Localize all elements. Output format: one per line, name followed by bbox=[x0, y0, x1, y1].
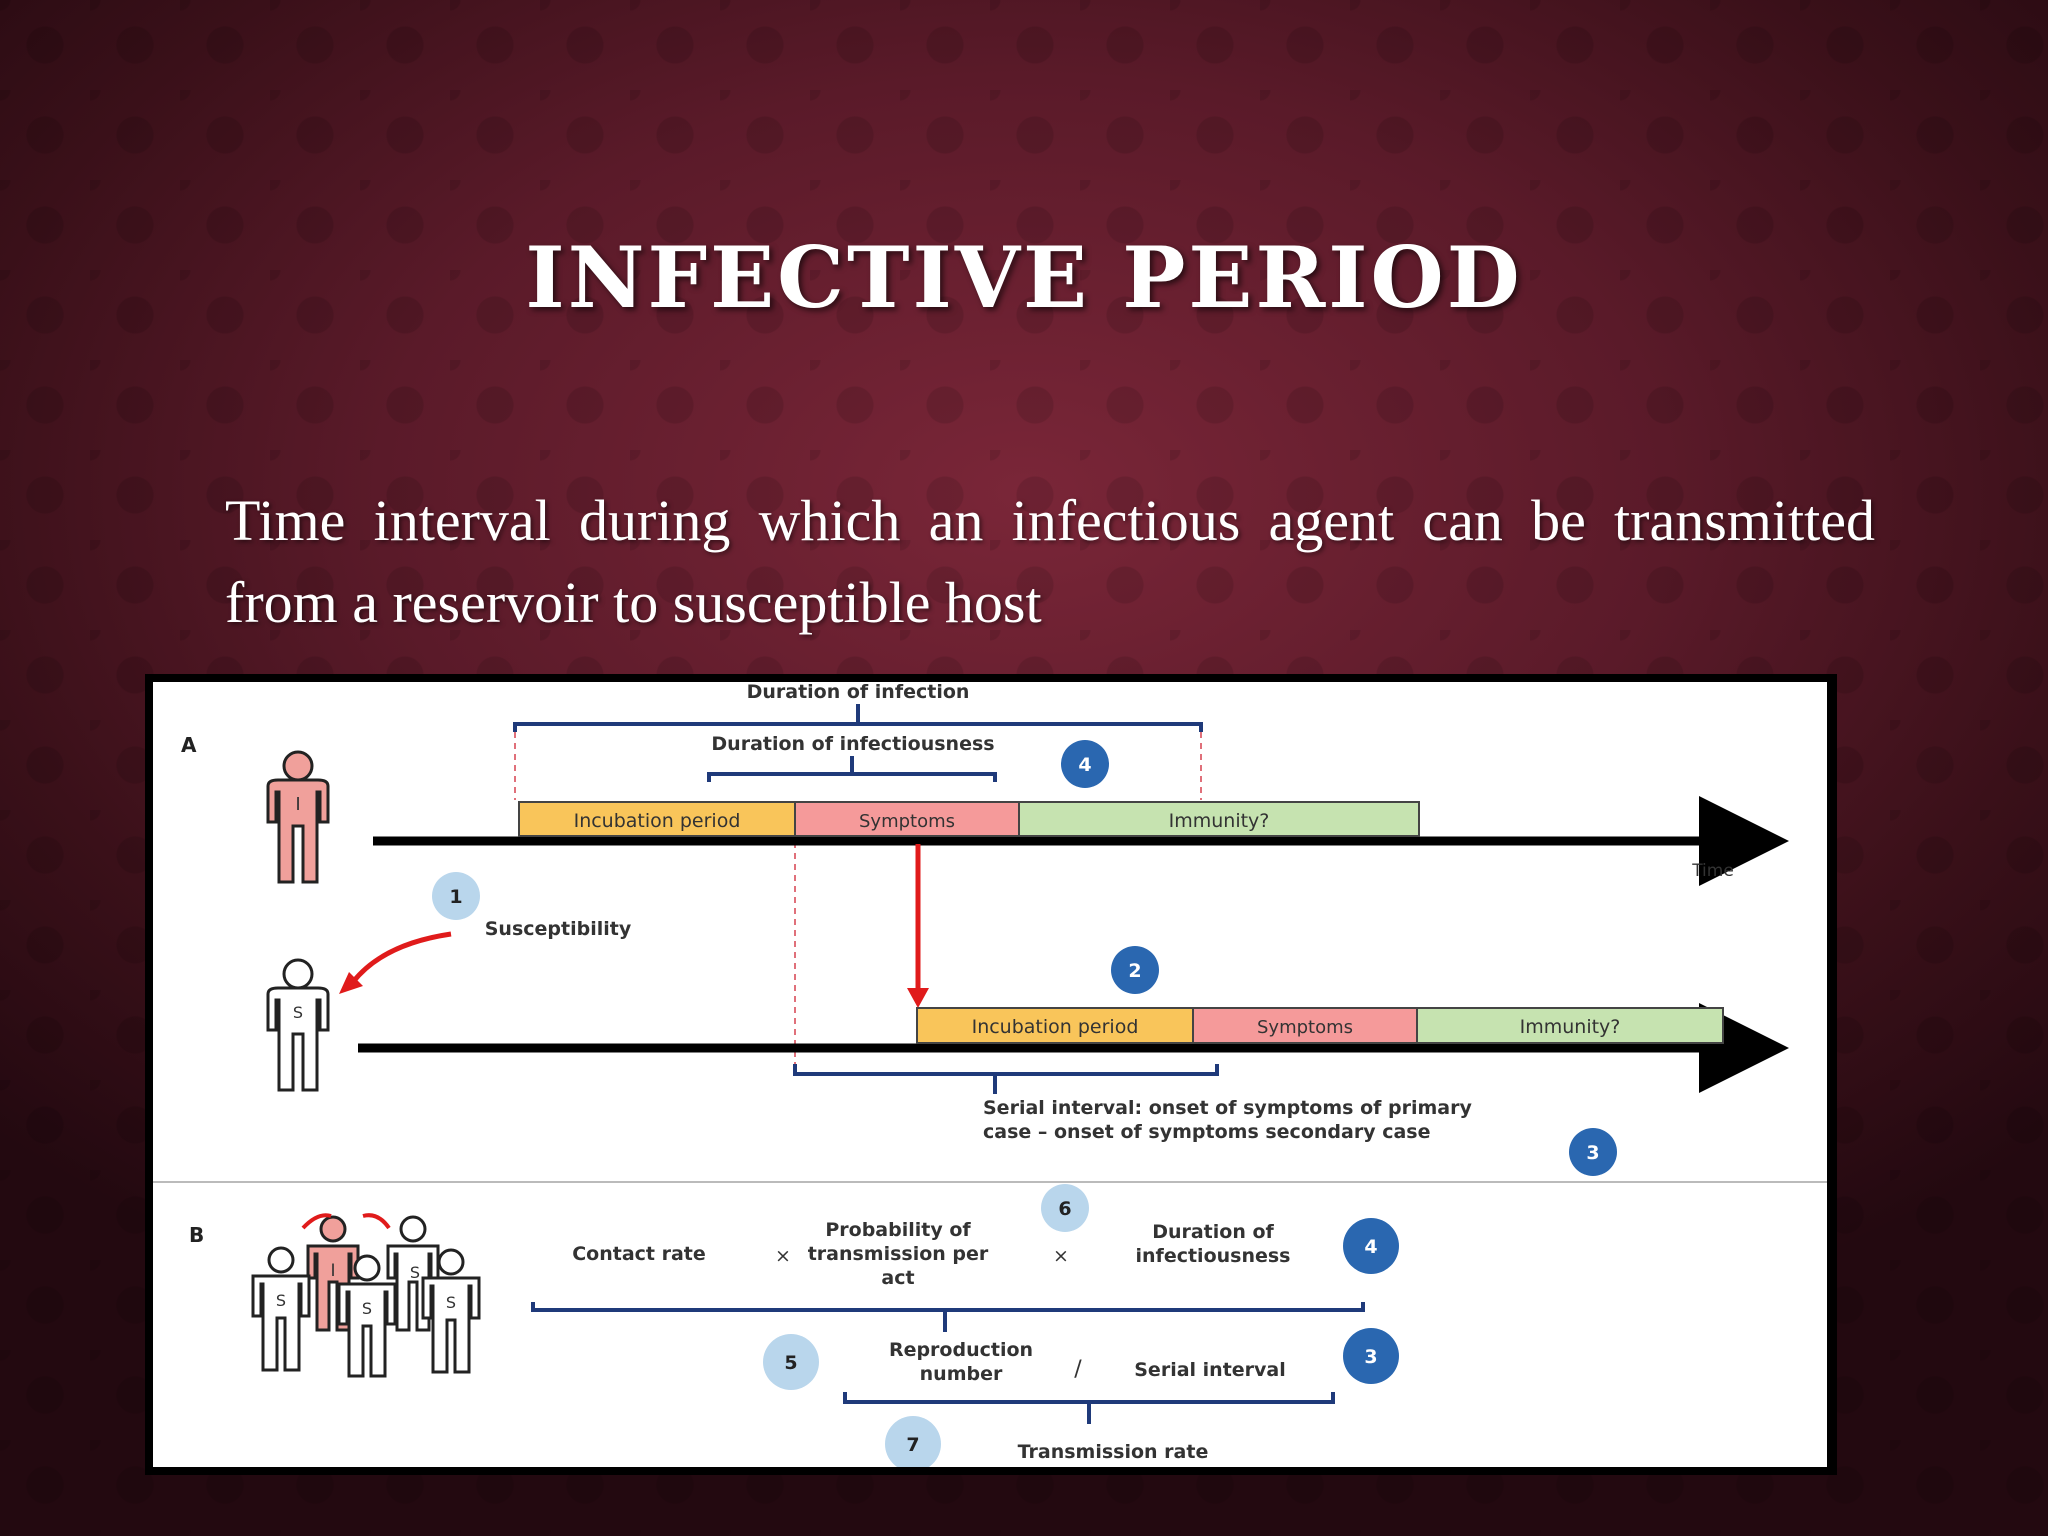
repro-bracket bbox=[843, 1392, 1335, 1424]
secondary-immunity-segment bbox=[1416, 1007, 1724, 1044]
time-axis-label: Time bbox=[1691, 861, 1734, 881]
svg-text:S: S bbox=[410, 1263, 420, 1282]
infection-timeline-figure: A Duration of infection Duration of infe… bbox=[153, 682, 1827, 1467]
susceptibility-arrow bbox=[339, 931, 452, 994]
panel-b-label: B bbox=[189, 1223, 204, 1247]
infected-person-icon: I bbox=[266, 750, 330, 884]
svg-text:S: S bbox=[362, 1299, 372, 1318]
svg-text:I: I bbox=[295, 794, 300, 815]
reproduction-line-1: Reproduction bbox=[889, 1339, 1033, 1361]
probability-line-2: transmission per bbox=[808, 1243, 989, 1265]
badge-3-panel-a: 3 bbox=[1569, 1128, 1617, 1176]
figure-frame: A Duration of infection Duration of infe… bbox=[145, 674, 1837, 1475]
transmission-rate-label: Transmission rate bbox=[1018, 1441, 1209, 1463]
formula-bracket bbox=[531, 1302, 1365, 1332]
slide-title: INFECTIVE PERIOD bbox=[525, 228, 1523, 327]
slide-body-text: Time interval during which an infectious… bbox=[225, 488, 1875, 635]
primary-incubation-segment bbox=[518, 801, 796, 837]
serial-interval-line-2: case – onset of symptoms secondary case bbox=[983, 1121, 1430, 1143]
svg-text:3: 3 bbox=[1586, 1142, 1599, 1164]
serial-interval-line-1: Serial interval: onset of symptoms of pr… bbox=[983, 1097, 1472, 1119]
svg-text:4: 4 bbox=[1078, 754, 1091, 776]
population-group-icon: I S S S bbox=[251, 1213, 481, 1378]
secondary-timeline-segments: Incubation period Symptoms Immunity? bbox=[916, 1007, 1724, 1044]
susceptibility-label: Susceptibility bbox=[485, 918, 632, 940]
badge-3-panel-b: 3 bbox=[1343, 1328, 1399, 1384]
badge-6: 6 bbox=[1041, 1184, 1089, 1232]
probability-line-1: Probability of bbox=[825, 1219, 971, 1241]
figure-svg: A Duration of infection Duration of infe… bbox=[153, 682, 1827, 1467]
svg-text:2: 2 bbox=[1128, 960, 1141, 982]
infectiousness-bracket bbox=[707, 756, 997, 782]
secondary-incubation-label: Incubation period bbox=[972, 1016, 1139, 1038]
duration-line-2: infectiousness bbox=[1136, 1245, 1291, 1267]
duration-of-infection-label: Duration of infection bbox=[747, 682, 970, 703]
contact-rate-label: Contact rate bbox=[572, 1243, 706, 1265]
badge-5: 5 bbox=[763, 1334, 819, 1390]
svg-text:S: S bbox=[446, 1293, 456, 1312]
primary-incubation-label: Incubation period bbox=[574, 810, 741, 832]
secondary-immunity-label: Immunity? bbox=[1520, 1016, 1621, 1038]
svg-text:I: I bbox=[330, 1261, 335, 1281]
infectiousness-dashed-lines bbox=[514, 732, 1202, 1072]
duration-of-infection-bracket bbox=[513, 704, 1203, 732]
duration-of-infectiousness-label: Duration of infectiousness bbox=[711, 733, 994, 755]
badge-1: 1 bbox=[432, 872, 480, 920]
badge-4-top: 4 bbox=[1061, 740, 1109, 788]
svg-text:S: S bbox=[276, 1291, 286, 1310]
svg-text:5: 5 bbox=[784, 1352, 797, 1374]
primary-timeline-segments: Incubation period Symptoms Immunity? bbox=[518, 801, 1420, 837]
times-symbol-2: × bbox=[1053, 1245, 1069, 1267]
svg-text:6: 6 bbox=[1058, 1198, 1071, 1220]
primary-immunity-label: Immunity? bbox=[1169, 810, 1270, 832]
duration-line-1: Duration of bbox=[1152, 1221, 1274, 1243]
serial-interval-label: Serial interval bbox=[1134, 1359, 1286, 1381]
secondary-symptoms-label: Symptoms bbox=[1257, 1017, 1353, 1038]
reproduction-line-2: number bbox=[920, 1363, 1003, 1385]
times-symbol-1: × bbox=[775, 1245, 791, 1267]
transmission-arrow bbox=[907, 844, 929, 1008]
svg-text:7: 7 bbox=[906, 1434, 919, 1456]
divide-symbol: / bbox=[1074, 1357, 1082, 1382]
serial-interval-bracket bbox=[793, 1064, 1219, 1094]
primary-symptoms-label: Symptoms bbox=[859, 811, 955, 832]
badge-7: 7 bbox=[885, 1416, 941, 1467]
susceptible-person-icon: S bbox=[266, 958, 330, 1092]
badge-4-panel-b: 4 bbox=[1343, 1218, 1399, 1274]
svg-text:S: S bbox=[293, 1003, 303, 1022]
panel-a-label: A bbox=[181, 733, 197, 757]
svg-text:1: 1 bbox=[449, 886, 462, 908]
svg-text:3: 3 bbox=[1364, 1346, 1377, 1368]
primary-immunity-segment bbox=[1018, 801, 1420, 837]
probability-line-3: act bbox=[881, 1267, 914, 1289]
svg-text:4: 4 bbox=[1364, 1236, 1377, 1258]
badge-2: 2 bbox=[1111, 946, 1159, 994]
